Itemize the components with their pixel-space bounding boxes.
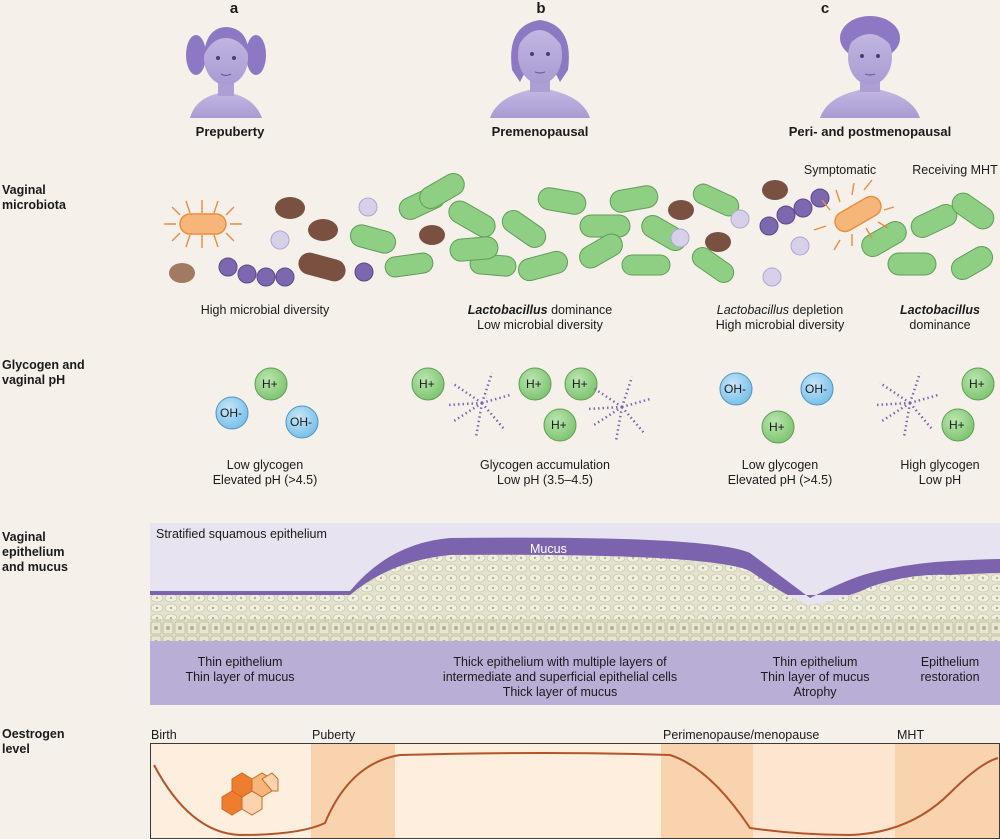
stage-letter-b: b xyxy=(536,0,546,17)
oh-ion-label: OH- xyxy=(220,406,242,420)
stage-title-postmenopausal: Peri- and postmenopausal xyxy=(788,124,952,139)
stage-title-prepuberty: Prepuberty xyxy=(195,124,265,139)
h-ion-label: H+ xyxy=(769,420,785,434)
caption-microbiota-b: Lactobacillus dominance Low microbial di… xyxy=(467,303,613,332)
h-ion-icons xyxy=(254,367,995,444)
h-ion-label: H+ xyxy=(526,377,542,391)
glycogen-cluster-icons xyxy=(447,372,939,442)
label-perimenopause: Perimenopause/menopause xyxy=(663,728,820,742)
label-receiving-mht: Receiving MHT xyxy=(912,163,998,177)
caption-microbiota-c1: Lactobacillus depletion High microbial d… xyxy=(715,303,845,332)
h-ion-label: H+ xyxy=(551,418,567,432)
epithelium-illustration xyxy=(150,523,1000,705)
adult-face-icon xyxy=(490,20,590,118)
h-ion-label: H+ xyxy=(969,377,985,391)
h-ion-label: H+ xyxy=(262,377,278,391)
faces-illustration xyxy=(186,16,920,118)
oh-ion-label: OH- xyxy=(290,415,312,429)
caption-microbiota-c2: Lactobacillus dominance xyxy=(900,303,980,332)
caption-epithelium-b: Thick epithelium with multiple layers of… xyxy=(442,655,678,699)
epithelium-header: Stratified squamous epithelium xyxy=(156,527,327,541)
child-face-icon xyxy=(186,27,266,118)
mucus-label: Mucus xyxy=(530,542,567,556)
stage-title-premenopausal: Premenopausal xyxy=(491,124,589,139)
oh-ion-label: OH- xyxy=(724,382,746,396)
caption-microbiota-a: High microbial diversity xyxy=(200,303,330,317)
glycogen-illustration xyxy=(215,367,995,444)
oh-ion-label: OH- xyxy=(805,382,827,396)
stage-letter-a: a xyxy=(229,0,239,17)
older-face-icon xyxy=(820,16,920,118)
label-birth: Birth xyxy=(151,728,177,742)
stage-letter-c: c xyxy=(820,0,830,17)
h-ion-label: H+ xyxy=(419,377,435,391)
oestrogen-curve xyxy=(153,752,999,837)
label-mht: MHT xyxy=(897,728,925,742)
h-ion-label: H+ xyxy=(572,377,588,391)
oestrogen-chart xyxy=(150,743,1000,839)
label-symptomatic: Symptomatic xyxy=(803,163,877,177)
oestrogen-molecule-icon xyxy=(221,772,279,816)
label-puberty: Puberty xyxy=(312,728,356,742)
h-ion-label: H+ xyxy=(949,418,965,432)
oh-ion-icons xyxy=(215,372,834,439)
microbiota-illustration xyxy=(164,172,995,287)
